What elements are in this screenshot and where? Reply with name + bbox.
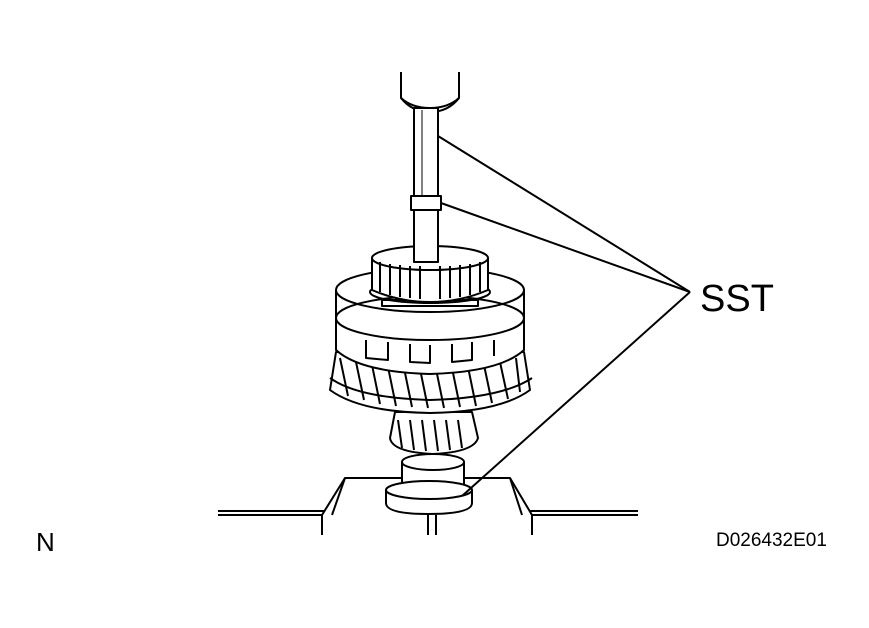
sst-leader-lines bbox=[437, 135, 691, 497]
sst-callout-label: SST bbox=[700, 278, 774, 320]
lower-gear bbox=[389, 411, 479, 455]
view-letter: N bbox=[36, 527, 55, 557]
sst-support-block bbox=[385, 453, 473, 515]
figure-id: D026432E01 bbox=[716, 530, 827, 551]
sst-press-shaft bbox=[400, 72, 460, 263]
